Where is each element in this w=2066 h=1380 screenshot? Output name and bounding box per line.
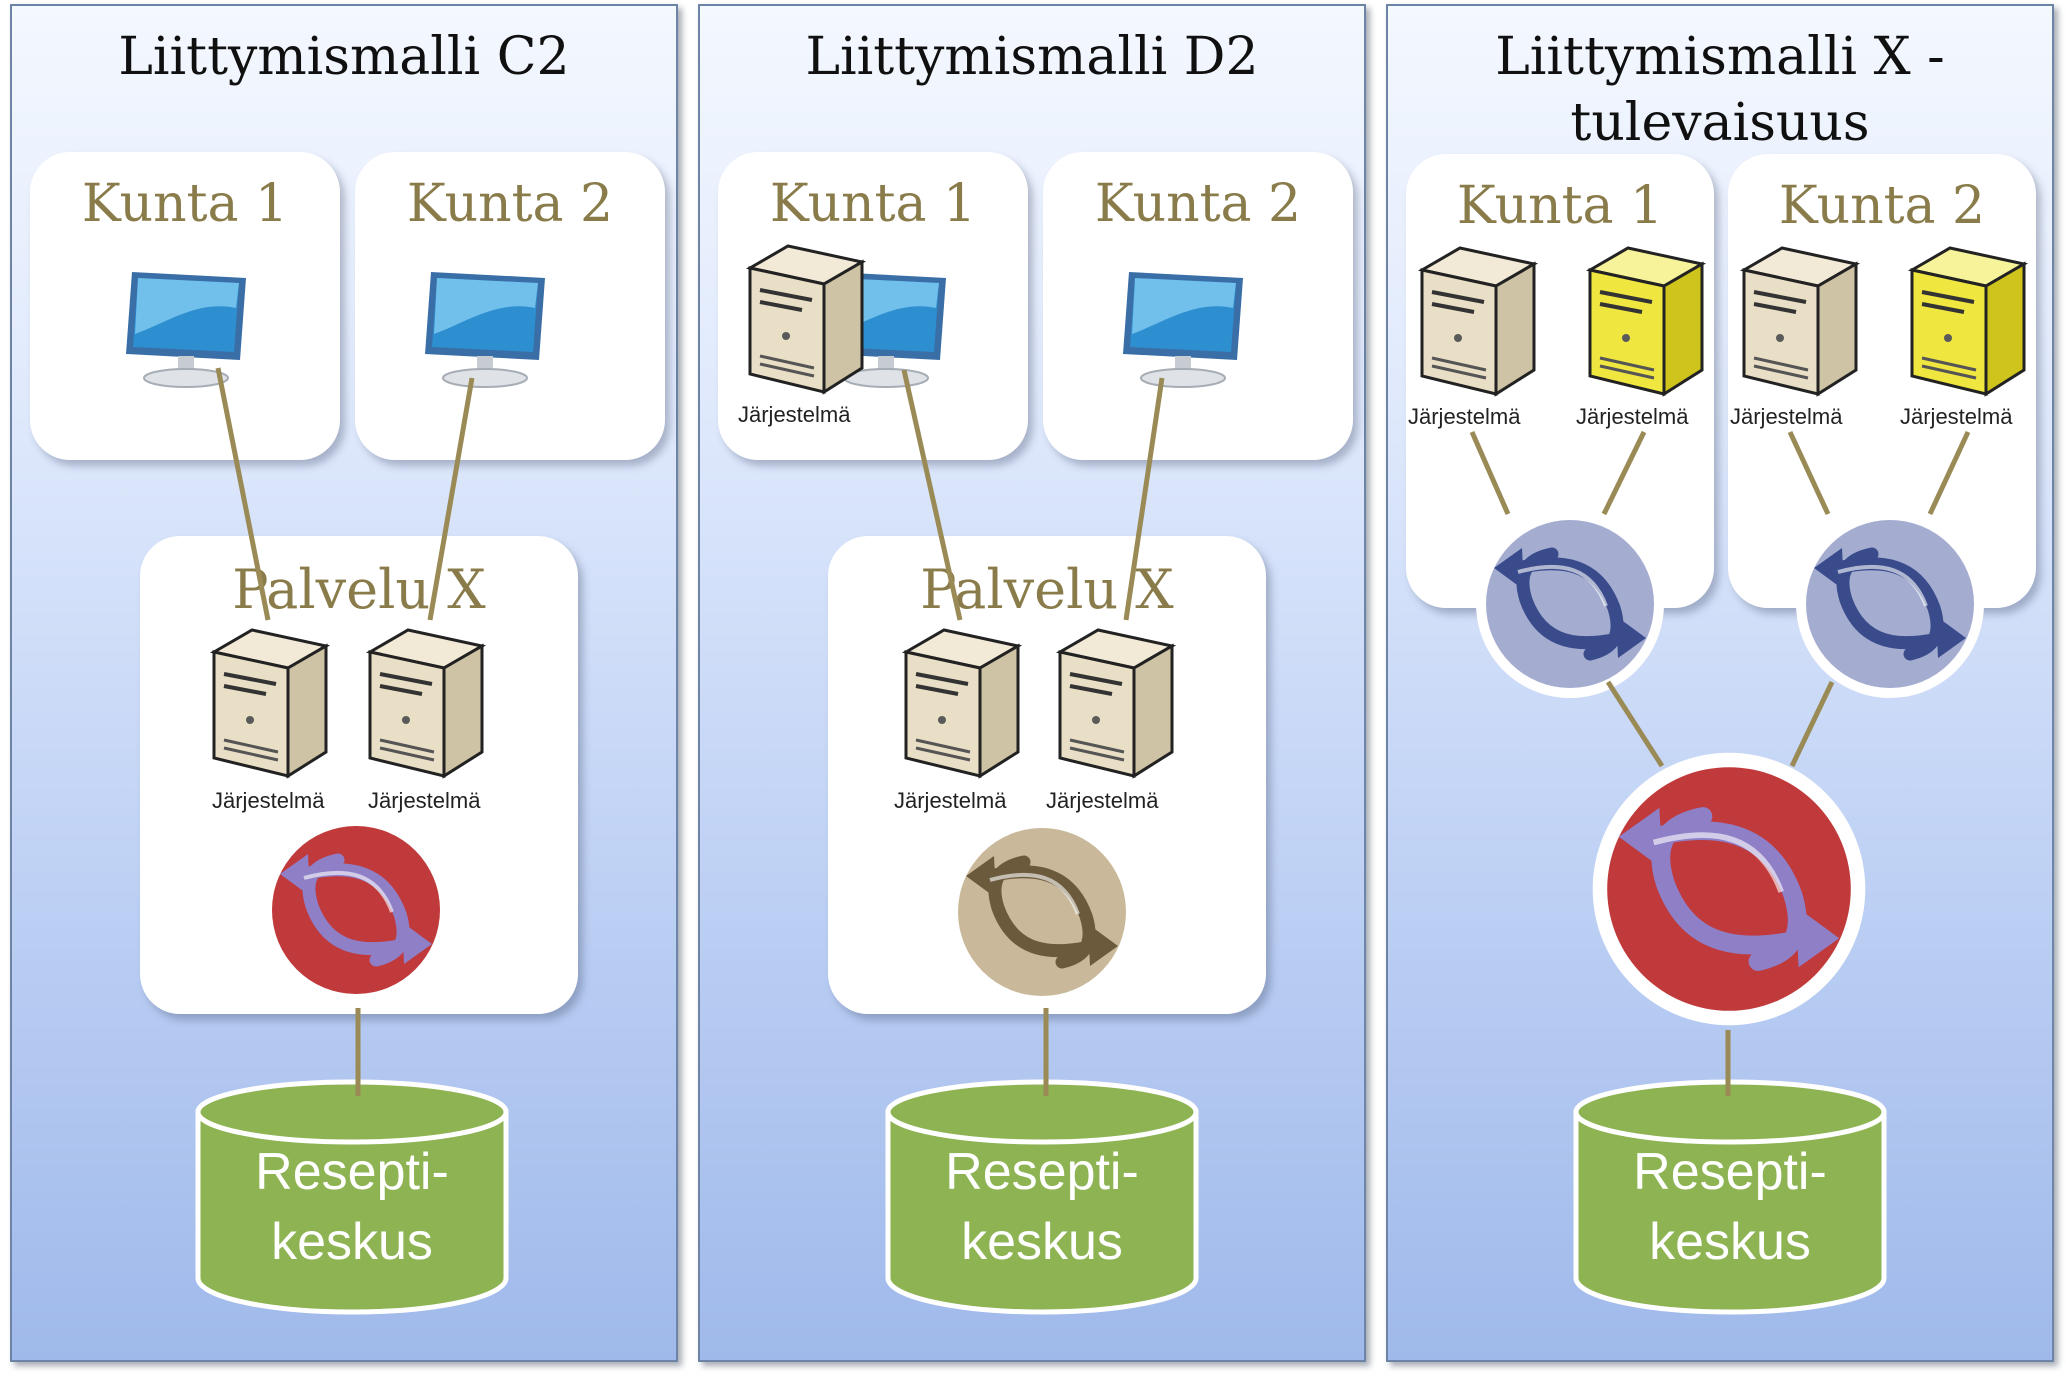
- kunta-2-label: Kunta 2: [406, 174, 614, 234]
- exchange-hub-icon: [1592, 752, 1866, 1026]
- kunta-2-label: Kunta 2: [1094, 174, 1302, 234]
- exchange-hub-icon: [948, 818, 1136, 1006]
- server-icon: [745, 244, 867, 395]
- monitor-icon: [1123, 272, 1243, 388]
- panel-title-line2: tulevaisuus: [1570, 93, 1870, 153]
- exchange-hub-icon: [1796, 510, 1984, 698]
- system-label: Järjestelmä: [894, 788, 1007, 813]
- system-label: Järjestelmä: [1900, 404, 2013, 429]
- kunta-1-card: Kunta 1 Järjestelmä: [718, 152, 1028, 460]
- server-icon: [365, 628, 487, 779]
- server-icon: [209, 628, 331, 779]
- database-icon: [195, 1079, 509, 1315]
- server-icon: [1055, 628, 1177, 779]
- panel-d2: Liittymismalli D2 Kunta 1 Järjestelmä Ku…: [698, 4, 1366, 1362]
- kunta-1-label: Kunta 1: [81, 174, 289, 234]
- server-yellow-icon: [1585, 246, 1707, 397]
- kunta-2-card: Kunta 2: [1043, 152, 1353, 460]
- service-card: Palvelu X Järjestelmä Järjestelmä: [140, 536, 578, 1014]
- service-title: Palvelu X: [232, 558, 486, 621]
- server-icon: [901, 628, 1023, 779]
- kunta-2-card: Kunta 2: [355, 152, 665, 460]
- panel-c2: Liittymismalli C2 Kunta 1 Kunta 2 Palvel…: [10, 4, 678, 1362]
- database-icon: [885, 1079, 1199, 1315]
- kunta-1-label: Kunta 1: [1456, 176, 1664, 236]
- database-icon: [1573, 1079, 1887, 1315]
- database-label-line2: keskus: [961, 1213, 1123, 1271]
- database-label-line1: Resepti-: [255, 1143, 449, 1201]
- server-icon: [1417, 246, 1539, 397]
- system-label: Järjestelmä: [1730, 404, 1843, 429]
- monitor-icon: [425, 272, 545, 388]
- panel-title: Liittymismalli C2: [118, 27, 570, 87]
- panel-title-line1: Liittymismalli X -: [1495, 27, 1945, 87]
- database-label-line2: keskus: [1649, 1213, 1811, 1271]
- service-card: Palvelu X Järjestelmä Järjestelmä: [828, 536, 1266, 1014]
- exchange-hub-icon: [1476, 510, 1664, 698]
- system-label: Järjestelmä: [368, 788, 481, 813]
- kunta-2-label: Kunta 2: [1778, 176, 1986, 236]
- system-label: Järjestelmä: [1408, 404, 1521, 429]
- system-label: Järjestelmä: [738, 402, 851, 427]
- system-label: Järjestelmä: [1046, 788, 1159, 813]
- database-label-line2: keskus: [271, 1213, 433, 1271]
- kunta-1-label: Kunta 1: [769, 174, 977, 234]
- system-label: Järjestelmä: [1576, 404, 1689, 429]
- system-label: Järjestelmä: [212, 788, 325, 813]
- kunta-1-card: Kunta 1: [30, 152, 340, 460]
- server-yellow-icon: [1907, 246, 2029, 397]
- database-label-line1: Resepti-: [1633, 1143, 1827, 1201]
- service-title: Palvelu X: [920, 558, 1174, 621]
- database-label-line1: Resepti-: [945, 1143, 1139, 1201]
- monitor-icon: [126, 272, 246, 388]
- exchange-hub-icon: [262, 816, 450, 1004]
- panel-title: Liittymismalli D2: [805, 27, 1259, 87]
- server-icon: [1739, 246, 1861, 397]
- panel-x: Liittymismalli X - tulevaisuus Kunta 1 J…: [1386, 4, 2054, 1362]
